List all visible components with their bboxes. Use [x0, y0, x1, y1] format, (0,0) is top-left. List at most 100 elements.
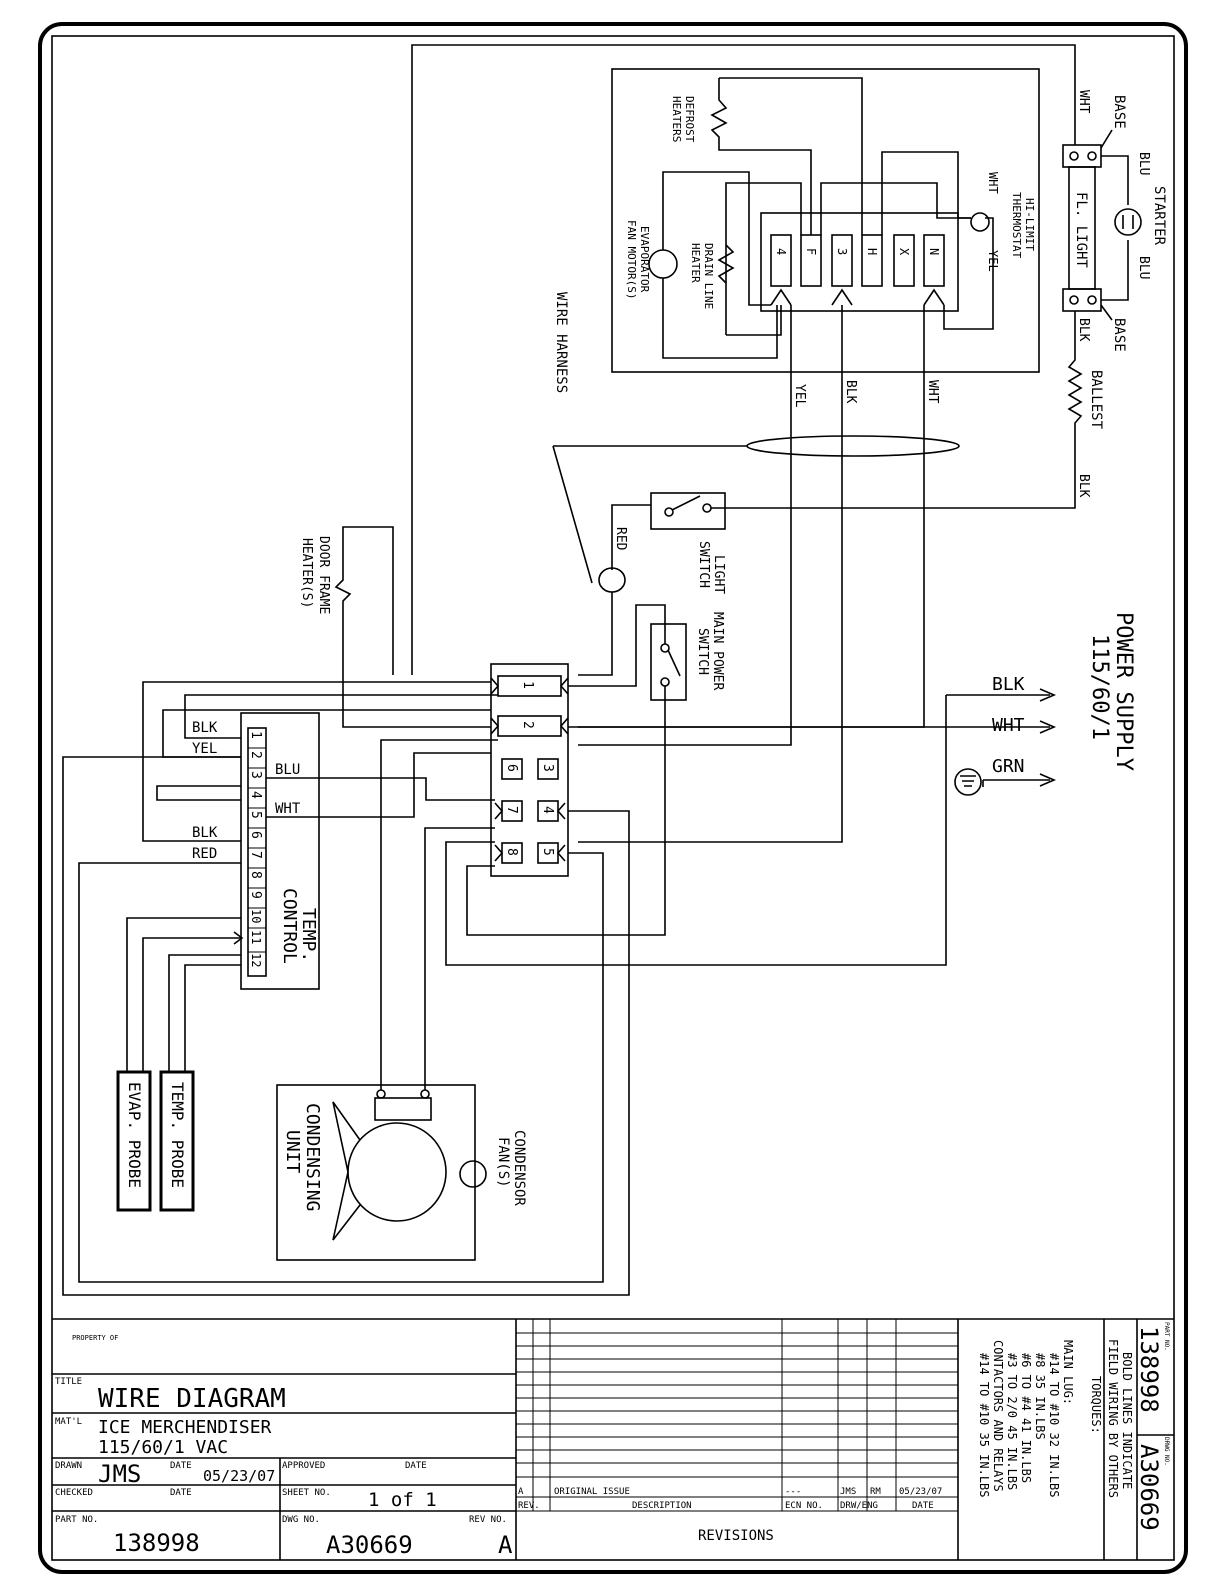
harness-pins: 4 F 3 H X N	[770, 234, 945, 287]
ctrl-pin-11: 11	[249, 930, 263, 944]
rev-row-eng: RM	[870, 1487, 881, 1497]
drawing-title: WIRE DIAGRAM	[98, 1384, 286, 1414]
ctrl-yel-label: YEL	[192, 741, 217, 757]
terminal-4: 4	[540, 806, 555, 814]
torques-label: TORQUES:	[1089, 1376, 1103, 1434]
drwg-no-small-label: DRWG NO.	[1163, 1437, 1170, 1466]
ctrl-pin-9: 9	[248, 891, 263, 899]
condensing-label-2: UNIT	[282, 1130, 303, 1174]
harness-pin-f: F	[804, 248, 818, 255]
terminal-block	[490, 663, 569, 877]
torque-line-3: #6 TO #4 41 IN.LBS	[1019, 1353, 1033, 1483]
date-label-2: DATE	[405, 1461, 427, 1471]
wht-harness-wire	[578, 305, 925, 728]
revisions-grid	[516, 1319, 958, 1512]
hi-limit-label-1: HI-LIMIT	[1023, 198, 1036, 251]
terminal-2: 2	[520, 721, 535, 729]
rev-row-date: 05/23/07	[899, 1487, 942, 1497]
harness-yel-label: YEL	[792, 384, 807, 408]
ctrl-pin-2: 2	[248, 751, 263, 759]
temp-control-label-2: CONTROL	[279, 888, 300, 964]
terminal-6: 6	[504, 764, 519, 772]
supply-grn-label: GRN	[992, 756, 1025, 777]
rev-row-desc: ORIGINAL ISSUE	[554, 1487, 630, 1497]
part-label: PART NO.	[55, 1515, 98, 1525]
rev-label: REV NO.	[469, 1515, 507, 1525]
light-switch	[650, 492, 726, 530]
torque-line-1: #14 TO #10 32 IN.LBS	[1047, 1353, 1061, 1498]
ctrl-blk-2-label: BLK	[192, 825, 218, 841]
supply-blk-label: BLK	[992, 674, 1025, 695]
sheet-value: 1 of 1	[368, 1489, 437, 1511]
condensing-label-1: CONDENSING	[302, 1103, 323, 1211]
condensing-unit-box	[276, 1084, 476, 1261]
thermostat-icon	[970, 212, 990, 232]
starter-icon	[1114, 208, 1142, 236]
rev-col-date: DATE	[912, 1501, 934, 1511]
inner-frame	[51, 35, 1175, 1561]
condensor-label-1: CONDENSOR	[511, 1130, 527, 1206]
power-spec-label: 115/60/1	[1087, 634, 1112, 740]
harness-connector	[760, 212, 959, 312]
rev-col-ecn: ECN NO.	[785, 1501, 823, 1511]
harness-pin-4: 4	[774, 248, 788, 255]
temp-probe	[159, 1070, 195, 1212]
sheet-label: SHEET NO.	[282, 1488, 331, 1498]
terminals: 1 2 6 3 7 4 8 5	[497, 675, 562, 864]
defrost-heater-wire	[710, 78, 812, 235]
supply-wht-label: WHT	[992, 715, 1025, 736]
ballest-label: BALLEST	[1088, 370, 1104, 430]
rev-value: A	[498, 1531, 513, 1559]
drwg-no-rotated: A30669	[1135, 1444, 1163, 1531]
ctrl-pin-7: 7	[248, 851, 263, 859]
blk-harness-wire	[578, 305, 843, 843]
bold-lines-note-2: FIELD WIRING BY OTHERS	[1106, 1339, 1120, 1498]
part-value: 138998	[113, 1529, 200, 1557]
terminal-8: 8	[504, 848, 519, 856]
rev-col-desc: DESCRIPTION	[632, 1501, 692, 1511]
approved-label: APPROVED	[282, 1461, 325, 1471]
terminal-5: 5	[540, 848, 555, 856]
rev-row-drw: JMS	[840, 1487, 856, 1497]
ground-icon	[954, 768, 982, 796]
drain-label-2: HEATER	[689, 243, 702, 283]
door-frame-label-2: HEATER(S)	[299, 538, 314, 608]
compressor-icon	[347, 1122, 447, 1222]
ctrl-pin-12: 12	[249, 953, 263, 967]
property-of-label: PROPERTY OF	[72, 1334, 118, 1342]
bold-lines-note-1: BOLD LINES INDICATE	[1120, 1352, 1134, 1489]
dwg-label: DWG NO.	[282, 1515, 320, 1525]
torque-line-6: #14 TO #10 35 IN.LBS	[977, 1353, 991, 1498]
date-label: DATE	[170, 1461, 192, 1471]
main-power-switch	[650, 623, 687, 701]
dwg-value: A30669	[326, 1531, 413, 1559]
checked-label: CHECKED	[55, 1488, 93, 1498]
drawn-value: JMS	[98, 1460, 141, 1488]
evaporator-fan-icon	[648, 249, 678, 279]
date-value: 05/23/07	[203, 1467, 275, 1485]
fl-blk-label: BLK	[1076, 318, 1091, 342]
matl-line-2: 115/60/1 VAC	[98, 1437, 228, 1458]
starter-blu-bottom: BLU	[1136, 256, 1151, 279]
evap-probe	[116, 1070, 152, 1212]
red-label: RED	[613, 527, 628, 551]
terminal-3: 3	[540, 764, 555, 772]
terminal-7: 7	[504, 806, 519, 814]
title-label: TITLE	[55, 1377, 82, 1387]
red-splice-icon	[598, 567, 626, 593]
part-no-rotated: 138998	[1135, 1326, 1163, 1413]
defrost-label-1: DEFROST	[683, 96, 696, 143]
ctrl-pin-5: 5	[248, 811, 263, 819]
torque-line-4: #3 TO 2/0 45 IN.LBS	[1005, 1353, 1019, 1490]
ctrl-pin-1: 1	[248, 731, 263, 739]
harness-pin-n: N	[927, 248, 941, 255]
fluorescent-tube	[1068, 166, 1096, 290]
harness-wht-label: WHT	[925, 380, 940, 404]
defrost-label-2: HEATERS	[670, 96, 683, 142]
main-power-label-1: MAIN POWER	[710, 612, 725, 690]
drawn-label: DRAWN	[55, 1461, 82, 1471]
ctrl-pin-8: 8	[248, 871, 263, 879]
cabinet-box	[611, 68, 1040, 373]
ctrl-pin-6: 6	[248, 831, 263, 839]
